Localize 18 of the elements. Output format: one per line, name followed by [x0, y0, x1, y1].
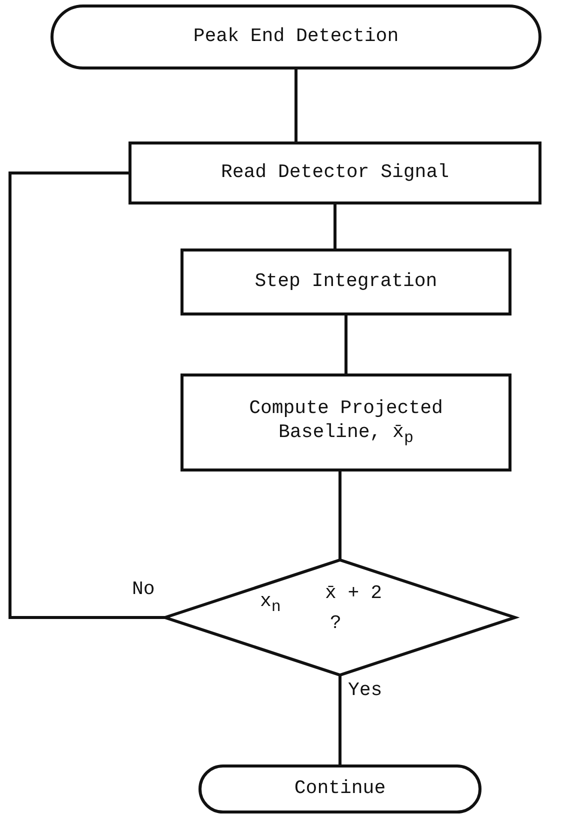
- step-label: Compute Projected Baseline, x̄$_{p}$: [248, 396, 444, 448]
- terminal-label: Peak End Detection: [193, 25, 399, 49]
- process-box: [180, 248, 512, 316]
- connector-line: [338, 675, 342, 766]
- terminal-label: Continue: [294, 777, 386, 801]
- connector-line: [344, 314, 348, 375]
- process-box: [128, 142, 542, 204]
- condition-text: x$_{n}$: [260, 590, 281, 618]
- step-label: Step Integration: [254, 270, 438, 294]
- step-label: Read Detector Signal: [220, 161, 450, 185]
- condition-text: x̄ + 2: [325, 582, 382, 606]
- process-box: [180, 374, 512, 472]
- terminal-shape: [198, 764, 482, 814]
- connector-line: [334, 203, 336, 250]
- condition-text: ?: [330, 612, 342, 636]
- connector-line: [338, 470, 342, 560]
- connector-line: [8, 172, 165, 619]
- connector-line: [294, 68, 298, 143]
